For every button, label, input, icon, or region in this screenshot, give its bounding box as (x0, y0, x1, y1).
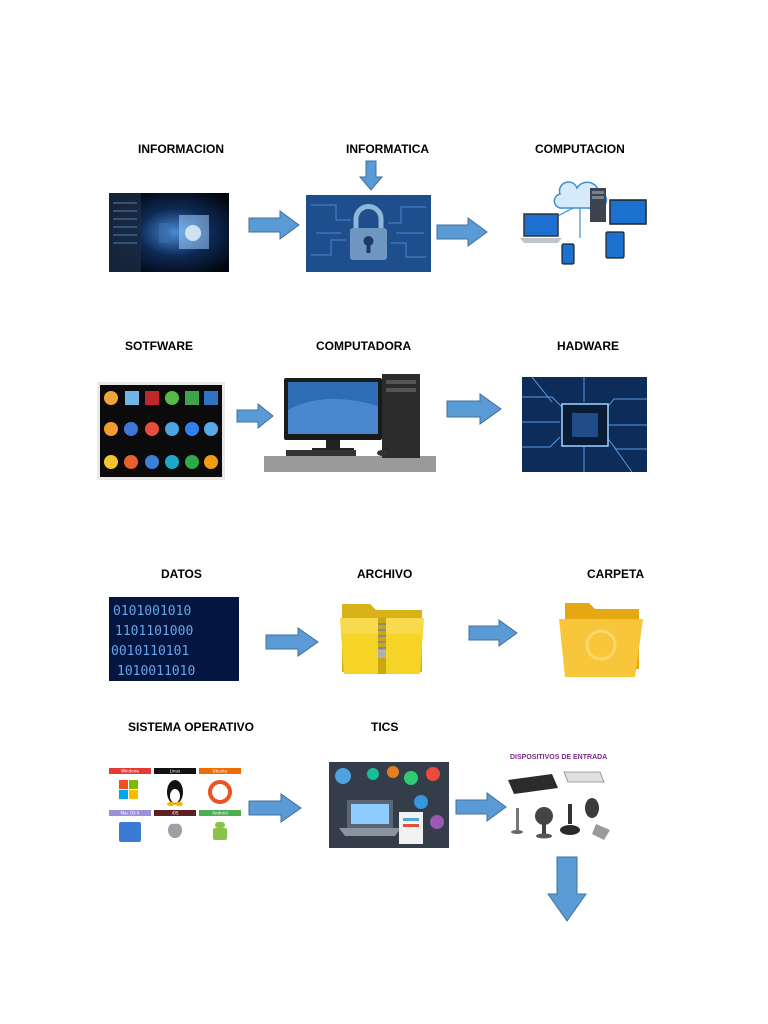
sistema-operativo-logos-image: Windows Linux Ubuntu Mac OS X iOS Androi… (109, 768, 241, 848)
label-computacion: COMPUTACION (535, 142, 625, 156)
arrow-right-informatica-computacion (436, 217, 488, 247)
binary-row: 1010011010 (117, 664, 195, 679)
computacion-network-image (518, 168, 648, 268)
carpeta-folder-image (555, 597, 645, 681)
archivo-zip-folder-image (334, 594, 430, 680)
os-tab-label: Windows (121, 769, 139, 774)
binary-row: 0101001010 (113, 604, 191, 619)
informacion-image (109, 193, 229, 272)
arrow-down-dispositivos (547, 856, 587, 922)
arrow-right-datos-archivo (265, 627, 319, 657)
arrow-right-informacion-informatica (248, 210, 300, 240)
os-tab-label: Ubuntu (213, 769, 228, 774)
arrow-right-computadora-hadware (446, 393, 502, 425)
binary-row: 1101101000 (115, 624, 193, 639)
dispositivos-caption: DISPOSITIVOS DE ENTRADA (510, 754, 607, 761)
label-carpeta: CARPETA (587, 567, 645, 581)
arrow-down-informatica (359, 160, 383, 191)
hadware-chip-image (522, 377, 647, 472)
os-tab-label: Mac OS X (120, 811, 139, 816)
binary-row: 0010110101 (111, 644, 189, 659)
os-tab-label: iOS (172, 811, 179, 816)
computadora-desktop-image (264, 370, 436, 472)
os-tab-label: Android (212, 811, 228, 816)
label-archivo: ARCHIVO (357, 567, 413, 581)
informatica-lock-image (306, 195, 431, 272)
label-computadora: COMPUTADORA (316, 339, 412, 353)
label-sistema-operativo: SISTEMA OPERATIVO (128, 720, 255, 734)
label-hadware: HADWARE (557, 339, 619, 353)
arrow-right-sistema-operativo-tics (248, 793, 302, 823)
os-tab-label: Linux (170, 769, 181, 774)
label-informatica: INFORMATICA (346, 142, 430, 156)
label-informacion: INFORMACION (138, 142, 224, 156)
label-sotfware: SOTFWARE (125, 339, 193, 353)
sotfware-apps-image (97, 382, 225, 480)
arrow-right-sotfware-computadora (236, 403, 274, 429)
tics-image (329, 762, 449, 848)
arrow-right-tics-dispositivos (455, 792, 507, 822)
arrow-right-archivo-carpeta (468, 619, 518, 647)
datos-binary-image: 0101001010 1101101000 0010110101 1010011… (109, 597, 239, 681)
dispositivos-de-entrada-image: DISPOSITIVOS DE ENTRADA (500, 748, 620, 848)
label-tics: TICS (371, 720, 399, 734)
label-datos: DATOS (161, 567, 202, 581)
